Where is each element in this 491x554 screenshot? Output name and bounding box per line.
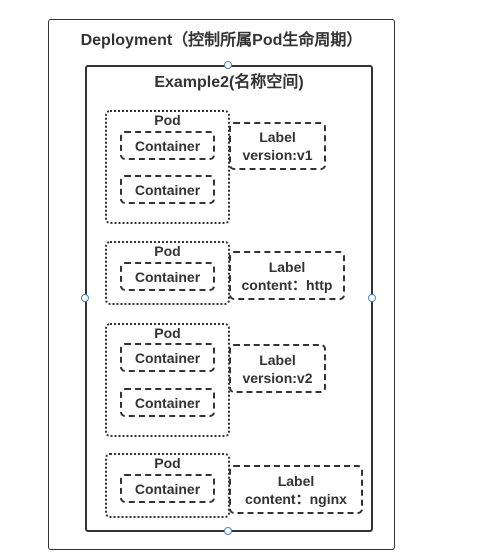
pod-label: Pod: [154, 325, 181, 341]
label-title: Label: [259, 129, 296, 145]
container-box[interactable]: Container: [120, 388, 215, 417]
resize-handle-top[interactable]: [224, 61, 232, 69]
label-value: content：nginx: [245, 490, 347, 507]
namespace-title: Example2(名称空间): [154, 74, 304, 91]
pod-label: Pod: [154, 455, 181, 471]
label-box[interactable]: Label version:v2: [229, 344, 326, 393]
deployment-box[interactable]: [48, 19, 395, 550]
label-value: version:v1: [242, 147, 313, 163]
resize-handle-left[interactable]: [81, 294, 89, 302]
deployment-title: Deployment（控制所属Pod生命周期）: [80, 32, 363, 49]
label-box[interactable]: Label content：http: [229, 251, 345, 300]
label-title: Label: [259, 351, 296, 368]
label-title: Label: [268, 258, 306, 275]
pod-box[interactable]: Pod: [105, 323, 230, 437]
container-box[interactable]: Container: [120, 131, 215, 160]
label-value: version:v2: [242, 369, 313, 386]
container-box[interactable]: Container: [120, 262, 215, 291]
container-box[interactable]: Container: [120, 175, 215, 204]
container-box[interactable]: Container: [120, 343, 215, 372]
label-title: Label: [277, 472, 315, 489]
pod-label: Pod: [154, 243, 181, 259]
label-box[interactable]: Label content：nginx: [229, 465, 363, 514]
label-box[interactable]: Label version:v1: [229, 122, 326, 170]
resize-handle-bottom[interactable]: [224, 527, 232, 535]
resize-handle-right[interactable]: [368, 294, 376, 302]
container-box[interactable]: Container: [120, 474, 215, 503]
pod-box[interactable]: Pod: [105, 110, 230, 224]
label-value: content：http: [241, 276, 333, 293]
pod-label: Pod: [154, 112, 181, 128]
